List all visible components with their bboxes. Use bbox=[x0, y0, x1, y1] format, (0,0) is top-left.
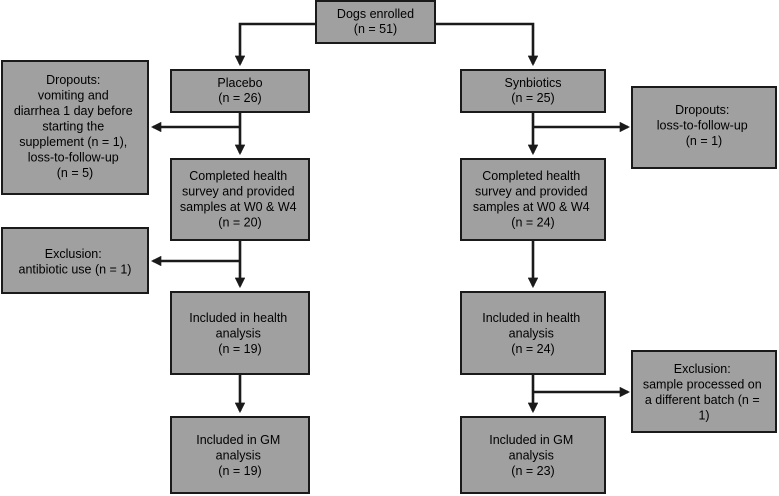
node-placebo-line: (n = 26) bbox=[218, 91, 261, 105]
node-gm-right-line: (n = 23) bbox=[511, 464, 554, 478]
node-health-left: Included in health analysis (n = 19) bbox=[170, 291, 310, 375]
node-health-right-line: (n = 24) bbox=[511, 342, 554, 356]
node-dropouts-left-line: vomiting and bbox=[38, 89, 109, 103]
node-dropouts-right-line: Dropouts: bbox=[675, 103, 729, 117]
node-exclusion-left-line: Exclusion: bbox=[45, 247, 102, 261]
edge-enrolled-to-synbiotics bbox=[436, 22, 539, 67]
node-exclusion-right-line: 1) bbox=[698, 409, 709, 423]
node-gm-right: Included in GM analysis (n = 23) bbox=[460, 416, 606, 494]
svg-text:Synbiotics(n = 25): Synbiotics(n = 25) bbox=[505, 76, 562, 105]
node-dropouts-right: Dropouts: loss-to-follow-up (n = 1) bbox=[631, 86, 777, 169]
node-exclusion-right: Exclusion: sample processed on a differe… bbox=[631, 350, 777, 433]
node-survey-right: Completed health survey and provided sam… bbox=[460, 158, 606, 241]
node-dropouts-left-line: supplement (n = 1), bbox=[19, 135, 127, 149]
svg-text:Included in GM analysis: Included in GM analysis (n = 19) bbox=[196, 433, 284, 478]
node-gm-left-line: (n = 19) bbox=[218, 464, 261, 478]
node-synbiotics-line: Synbiotics bbox=[505, 76, 562, 90]
node-health-right-line: analysis bbox=[509, 327, 554, 341]
node-exclusion-right-line: sample processed on bbox=[643, 378, 762, 392]
node-exclusion-left: Exclusion: antibiotic use (n = 1) bbox=[1, 227, 149, 294]
svg-text:Dogs enrolled(n = 51): Dogs enrolled(n = 51) bbox=[337, 7, 414, 36]
node-gm-right-line: analysis bbox=[509, 449, 554, 463]
node-survey-right-line: (n = 24) bbox=[511, 216, 554, 230]
node-health-right-line: Included in health bbox=[482, 311, 580, 325]
node-survey-right-line: Completed health bbox=[482, 169, 580, 183]
svg-text:Exclusion: antibiotic us: Exclusion: antibiotic use (n = 1) bbox=[19, 247, 132, 277]
node-dropouts-left-line: Dropouts: bbox=[46, 73, 100, 87]
node-survey-right-line: survey and provided bbox=[475, 185, 588, 199]
node-survey-left: Completed health survey and provided sam… bbox=[170, 158, 310, 241]
node-gm-left-line: analysis bbox=[216, 449, 261, 463]
node-placebo: Placebo(n = 26) bbox=[170, 69, 310, 113]
node-enrolled: Dogs enrolled(n = 51) bbox=[315, 0, 436, 44]
node-exclusion-left-line: antibiotic use (n = 1) bbox=[19, 263, 132, 277]
node-dropouts-left: Dropouts: vomiting and diarrhea 1 day be… bbox=[1, 60, 149, 195]
node-exclusion-right-line: Exclusion: bbox=[674, 362, 731, 376]
node-dropouts-left-line: loss-to-follow-up bbox=[28, 151, 119, 165]
svg-text:Completed health survey: Completed health survey and provided sam… bbox=[473, 169, 593, 230]
node-synbiotics: Synbiotics(n = 25) bbox=[460, 69, 606, 113]
node-health-left-line: Included in health bbox=[189, 311, 287, 325]
node-survey-left-line: survey and provided bbox=[182, 185, 295, 199]
svg-text:Included in health analy: Included in health analysis (n = 24) bbox=[482, 311, 583, 356]
node-dropouts-right-line: (n = 1) bbox=[686, 134, 722, 148]
svg-text:Included in GM analysis: Included in GM analysis (n = 23) bbox=[489, 433, 577, 478]
svg-text:Exclusion: sample proces: Exclusion: sample processed on a differe… bbox=[643, 362, 765, 423]
node-survey-left-line: samples at W0 & W4 bbox=[180, 200, 297, 214]
svg-text:Completed health survey: Completed health survey and provided sam… bbox=[180, 169, 300, 230]
node-survey-left-line: (n = 20) bbox=[218, 216, 261, 230]
node-synbiotics-line: (n = 25) bbox=[511, 91, 554, 105]
node-exclusion-right-line: a different batch (n = bbox=[645, 393, 760, 407]
node-gm-left-line: Included in GM bbox=[196, 433, 280, 447]
node-survey-right-line: samples at W0 & W4 bbox=[473, 200, 590, 214]
edge-enrolled-to-placebo bbox=[234, 22, 315, 67]
svg-text:Dropouts: loss-to-follow: Dropouts: loss-to-follow-up (n = 1) bbox=[657, 103, 752, 148]
node-survey-left-line: Completed health bbox=[189, 169, 287, 183]
node-gm-left: Included in GM analysis (n = 19) bbox=[170, 416, 310, 494]
node-dropouts-left-line: starting the bbox=[42, 120, 104, 134]
node-health-left-line: analysis bbox=[216, 327, 261, 341]
node-gm-right-line: Included in GM bbox=[489, 433, 573, 447]
node-enrolled-line: Dogs enrolled bbox=[337, 7, 414, 21]
node-dropouts-left-line: (n = 5) bbox=[57, 166, 93, 180]
svg-text:Placebo(n = 26): Placebo(n = 26) bbox=[217, 76, 262, 105]
node-health-right: Included in health analysis (n = 24) bbox=[460, 291, 606, 375]
svg-text:Dropouts: vomiting and: Dropouts: vomiting and diarrhea 1 day be… bbox=[14, 73, 136, 180]
node-dropouts-right-line: loss-to-follow-up bbox=[657, 119, 748, 133]
node-enrolled-line: (n = 51) bbox=[354, 22, 397, 36]
svg-text:Included in health analy: Included in health analysis (n = 19) bbox=[189, 311, 290, 356]
node-health-left-line: (n = 19) bbox=[218, 342, 261, 356]
node-placebo-line: Placebo bbox=[217, 76, 262, 90]
node-dropouts-left-line: diarrhea 1 day before bbox=[14, 104, 133, 118]
connectors bbox=[150, 22, 631, 414]
